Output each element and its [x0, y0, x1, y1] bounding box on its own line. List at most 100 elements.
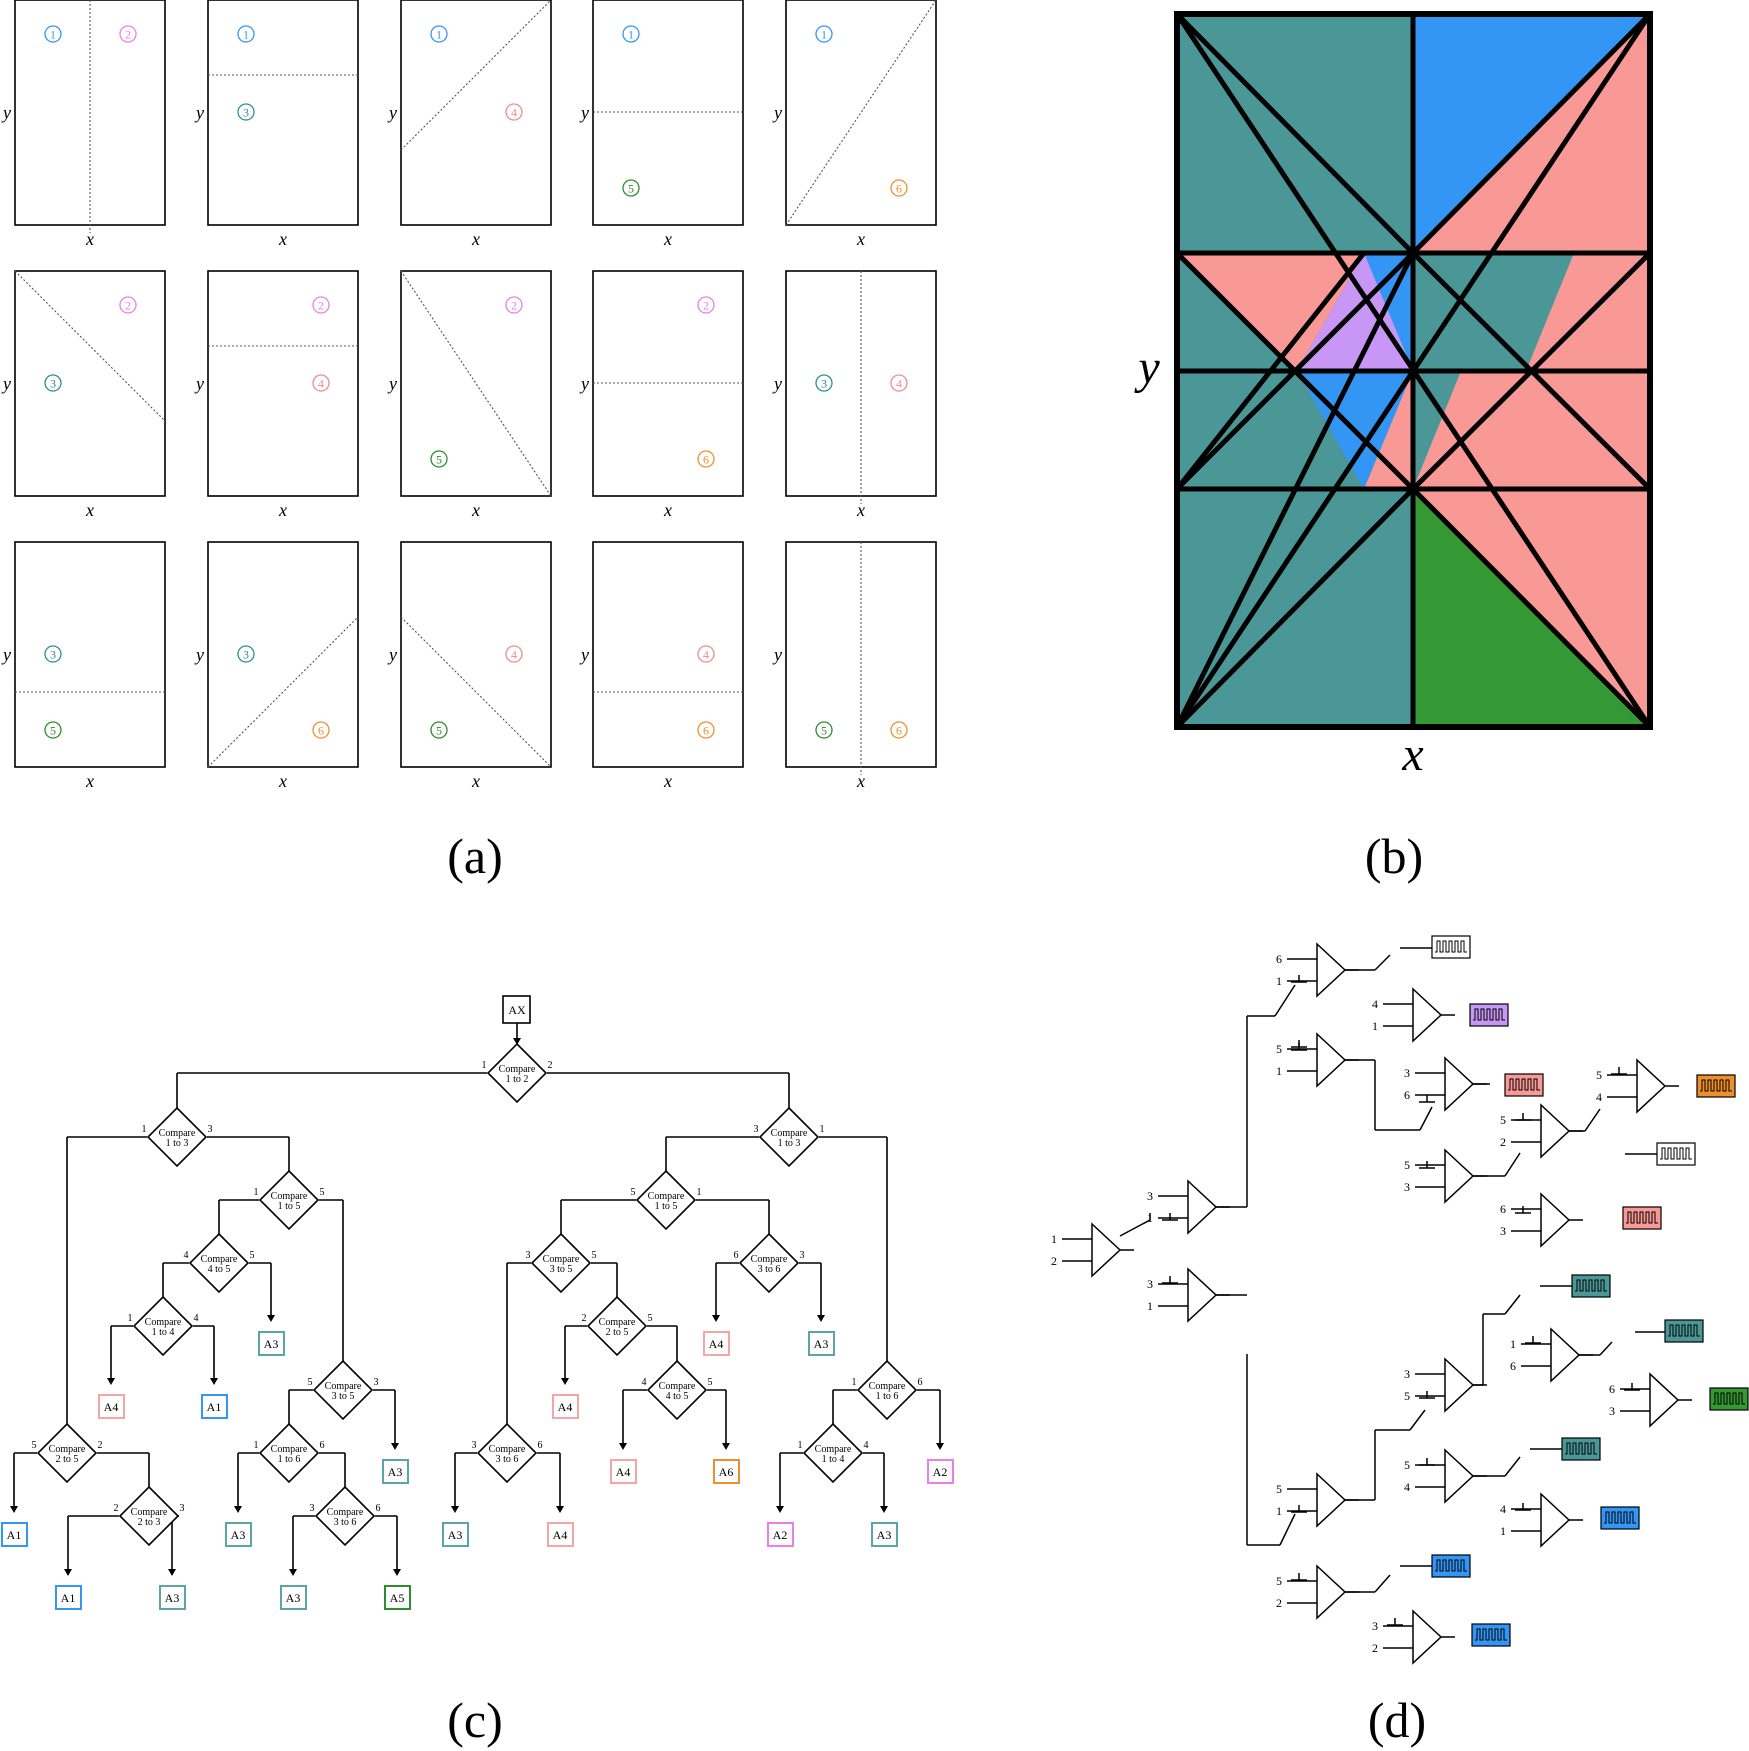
gate-input-bottom: 3 — [1609, 1404, 1615, 1418]
gate-triangle — [1550, 1327, 1581, 1383]
caption-c: (c) — [447, 1692, 503, 1748]
gate-input-top: 5 — [1276, 1574, 1282, 1588]
partition-edge — [1175, 251, 1415, 491]
region-label: 3 — [243, 106, 249, 120]
region-marker-circle — [505, 645, 523, 663]
leaf-label: A1 — [61, 1591, 76, 1605]
signal-box — [1504, 1073, 1544, 1097]
comparator-gate: 16 — [1510, 1327, 1581, 1383]
region-marker-circle — [44, 645, 62, 663]
subplot-frame — [592, 541, 744, 768]
partition-edge — [1174, 12, 1653, 729]
boundary-line — [400, 270, 552, 497]
gate-input-top: 6 — [1500, 1202, 1506, 1216]
compare-diamond — [146, 1106, 208, 1168]
x-axis-label: x — [471, 771, 480, 791]
region-label: 5 — [436, 724, 442, 738]
y-axis-label: y — [387, 645, 397, 665]
arrow-head — [561, 1378, 569, 1385]
region-marker-circle — [44, 374, 62, 392]
region-marker-circle — [237, 103, 255, 121]
gate-input-top: 3 — [1147, 1189, 1153, 1203]
compare-word: Compare — [131, 1507, 168, 1518]
subplot-frame — [785, 0, 937, 226]
compare-word: Compare — [489, 1444, 526, 1455]
wire — [1504, 1294, 1521, 1315]
leaf-label: A3 — [877, 1528, 892, 1542]
arrow-head — [722, 1443, 730, 1450]
gate-triangle — [1444, 1448, 1475, 1504]
gate-triangle — [1649, 1372, 1680, 1428]
gate-triangle — [1540, 1103, 1571, 1159]
region-marker-circle — [312, 374, 330, 392]
subplot-frame — [400, 541, 552, 768]
region-marker-circle — [697, 721, 715, 739]
compare-pair: 2 to 3 — [138, 1517, 161, 1528]
region-label: 6 — [703, 724, 709, 738]
branch-label-left: 1 — [852, 1377, 857, 1388]
x-axis-label: x — [471, 500, 480, 520]
compare-pair: 1 to 6 — [876, 1391, 899, 1402]
gate-triangle — [1444, 1148, 1475, 1204]
wire — [1584, 1108, 1601, 1132]
partition-edge — [1411, 487, 1652, 729]
compare-pair: 3 to 6 — [758, 1264, 781, 1275]
branch-label-right: 2 — [98, 1440, 103, 1451]
y-axis-label: y — [387, 374, 397, 394]
gate-triangle — [1316, 942, 1347, 998]
region-label: 3 — [243, 648, 249, 662]
signal-pulse — [1565, 1442, 1597, 1455]
leaf-box — [280, 1585, 307, 1610]
region-marker-circle — [237, 645, 255, 663]
region-marker-circle — [815, 25, 833, 43]
gate-triangle — [1316, 1472, 1347, 1528]
comparator-gate: 35 — [1404, 1357, 1475, 1413]
x-axis-label: x — [85, 771, 94, 791]
gate-triangle — [1412, 987, 1443, 1043]
leaf-label: A3 — [165, 1591, 180, 1605]
leaf-box — [225, 1522, 252, 1547]
leaf-box — [713, 1459, 740, 1484]
partition-edge — [1174, 251, 1416, 729]
region-label: 4 — [511, 648, 517, 662]
compare-pair: 1 to 5 — [655, 1201, 678, 1212]
boundary-line — [785, 0, 937, 226]
compare-pair: 2 to 5 — [56, 1454, 79, 1465]
gate-triangle — [1091, 1222, 1122, 1278]
compare-diamond — [188, 1232, 250, 1294]
wire — [1504, 1152, 1521, 1177]
x-axis-label: x — [856, 771, 865, 791]
region-marker-circle — [237, 25, 255, 43]
region-marker-circle — [815, 374, 833, 392]
caption-b: (b) — [1365, 828, 1423, 884]
gate-input-top: 4 — [1500, 1502, 1506, 1516]
signal-pulse — [1668, 1324, 1700, 1337]
branch-label-right: 5 — [592, 1250, 597, 1261]
comparator-gate: 53 — [1404, 1148, 1475, 1204]
wire — [1274, 984, 1296, 1017]
wire — [1119, 1219, 1151, 1237]
leaf-box — [159, 1585, 186, 1610]
region-marker-circle — [312, 296, 330, 314]
branch-label-right: 6 — [538, 1440, 543, 1451]
leaf-box — [610, 1459, 637, 1484]
branch-label-left: 3 — [526, 1250, 531, 1261]
map-frame — [1174, 11, 1653, 730]
region-marker-circle — [815, 721, 833, 739]
gate-input-top: 6 — [1609, 1382, 1615, 1396]
compare-word: Compare — [201, 1254, 238, 1265]
subplot-4-5: 4 5 x y — [387, 541, 552, 791]
comparator-gate: 54 — [1596, 1058, 1667, 1114]
gate-triangle — [1187, 1179, 1218, 1235]
branch-label-right: 5 — [648, 1313, 653, 1324]
branch-label-right: 6 — [376, 1503, 381, 1514]
comparator-gate: 12 — [1051, 1222, 1122, 1278]
